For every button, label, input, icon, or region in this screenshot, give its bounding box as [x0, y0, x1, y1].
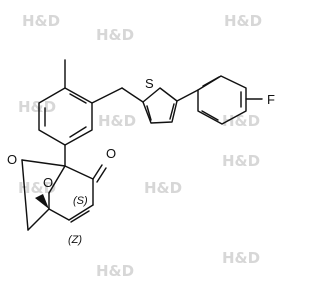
sulfur-label: S	[145, 76, 154, 91]
watermark-5: H&D	[98, 112, 136, 130]
thiophene-double-bond-1	[146, 105, 152, 121]
watermark-4: H&D	[18, 98, 56, 116]
stereo-s-label: (S)	[73, 195, 88, 207]
molecule-structure-svg: H&D H&D H&D H&D H&D H&D H&D H&D H&D H&D …	[7, 12, 275, 280]
watermark-11: H&D	[222, 249, 260, 267]
alkene-bond	[68, 204, 94, 221]
fluorophenyl-double-bond-1	[202, 76, 220, 87]
watermark-8: H&D	[144, 179, 182, 197]
bridge-bottom-bond	[27, 208, 50, 231]
ketone-bond-1	[92, 164, 103, 180]
watermark-layer: H&D H&D H&D H&D H&D H&D H&D H&D H&D H&D …	[18, 12, 262, 280]
watermark-7: H&D	[18, 179, 56, 197]
watermark-1: H&D	[22, 12, 60, 30]
bridge-oxygen-bond-1	[21, 159, 66, 167]
ring-bond-1	[48, 208, 70, 221]
ring-bond-3	[48, 165, 66, 194]
thiophene-ring	[142, 87, 178, 124]
benzene-double-bond-2	[69, 126, 87, 138]
benzene-double-bond-1	[69, 93, 87, 104]
thiophene-double-bond-2	[169, 103, 175, 120]
bridge-oxygen-bond-2	[21, 159, 29, 231]
fluorophenyl-ring	[197, 75, 247, 125]
watermark-2: H&D	[96, 26, 134, 44]
watermark-3: H&D	[224, 12, 262, 30]
benzyl-bond-2	[121, 87, 144, 103]
atom-labels-layer: S F O O O	[7, 76, 275, 190]
alkene-double-bond	[70, 210, 90, 223]
ring-oxygen-label: O	[43, 175, 53, 190]
stereo-wedge	[35, 194, 49, 209]
bonds-layer	[21, 59, 263, 231]
watermark-9: H&D	[222, 152, 260, 170]
stereo-z-label: (Z)	[68, 234, 82, 246]
aryl-link-bond	[176, 89, 199, 102]
bridge-oxygen-label: O	[7, 152, 17, 167]
fluorine-label: F	[267, 92, 275, 107]
watermark-10: H&D	[96, 262, 134, 280]
spiro-to-carbonyl-bond	[64, 165, 94, 180]
ketone-oxygen-label: O	[106, 146, 116, 161]
watermark-6: H&D	[222, 112, 260, 130]
benzyl-bond-1	[91, 87, 123, 104]
stereo-labels-layer: (S) (Z)	[68, 195, 88, 246]
benzene-ring	[38, 87, 93, 146]
structure-diagram: H&D H&D H&D H&D H&D H&D H&D H&D H&D H&D …	[7, 12, 275, 280]
ketone-bond-2	[96, 167, 107, 183]
fluorophenyl-double-bond-3	[201, 110, 219, 121]
